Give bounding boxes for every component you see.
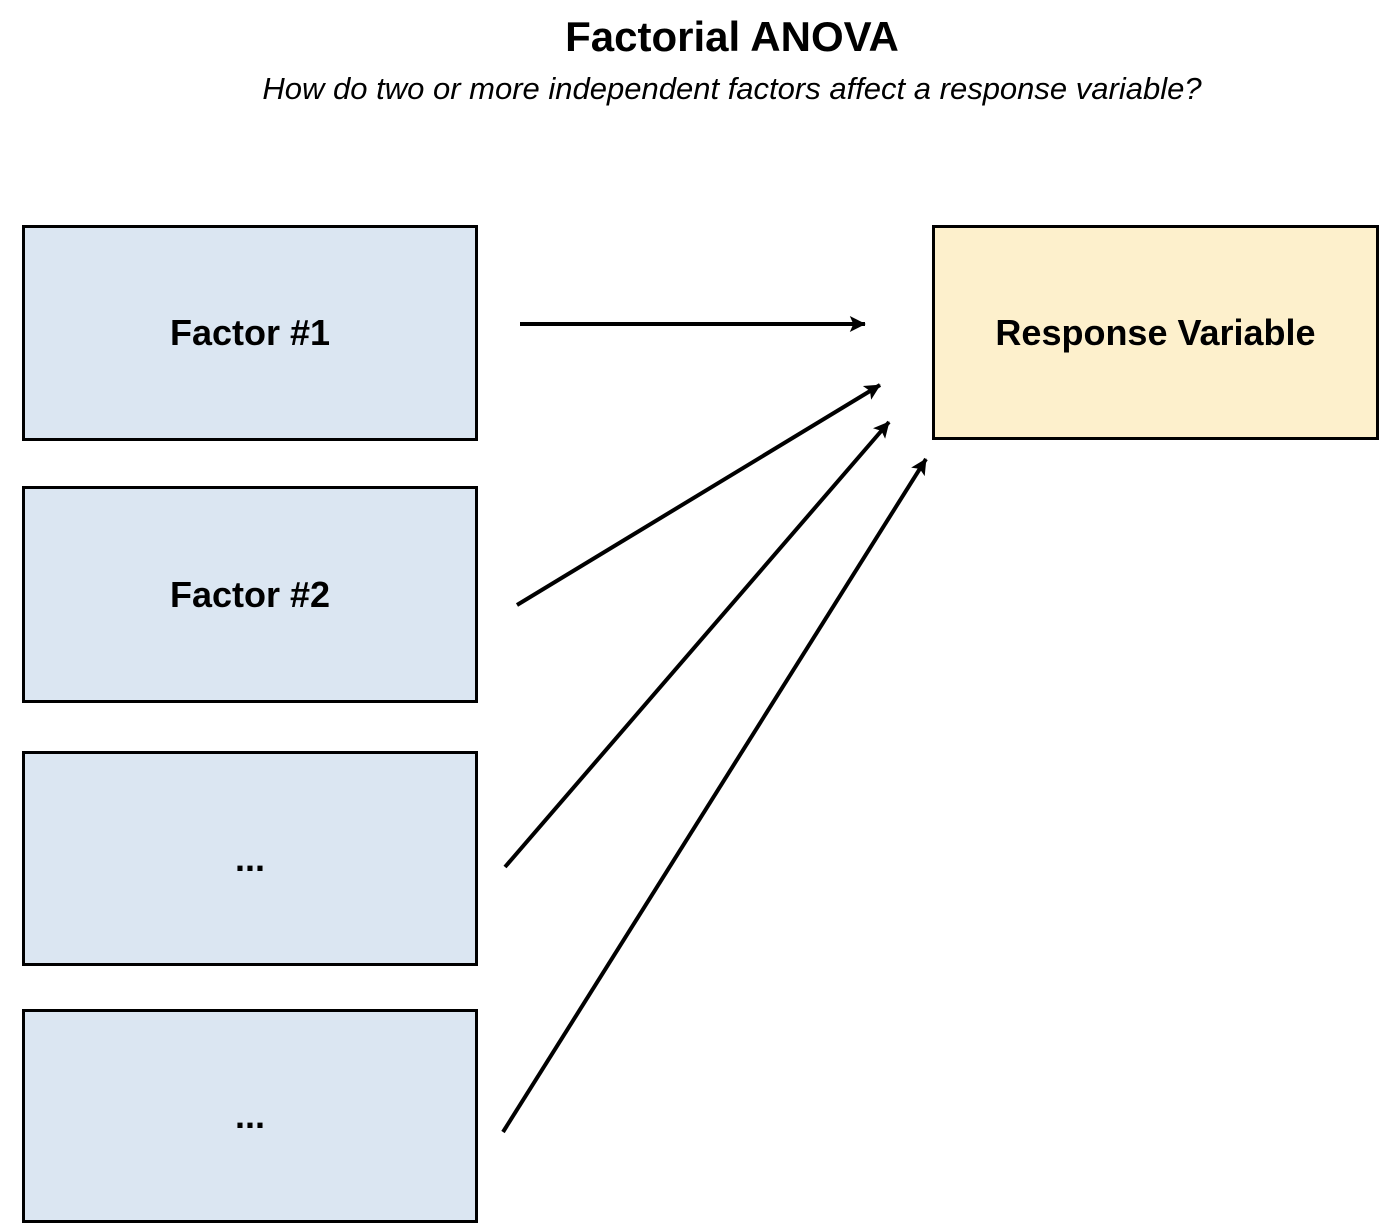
node-factor-1-label: Factor #1 <box>169 312 331 353</box>
node-factor-more-2: ... <box>22 1009 478 1223</box>
node-factor-more-1-label: ... <box>234 837 265 879</box>
node-factor-2-label: Factor #2 <box>169 573 331 615</box>
node-factor-1: Factor #1 <box>22 225 478 441</box>
node-factor-2: Factor #2 <box>22 486 478 703</box>
arrow-factor-more2-to-response <box>501 457 928 1134</box>
node-response-variable-label: Response Variable <box>995 311 1316 353</box>
page-subtitle: How do two or more independent factors a… <box>262 71 1202 107</box>
node-factor-more-2-label: ... <box>234 1095 265 1136</box>
node-factor-more-1: ... <box>22 751 478 966</box>
arrow-factor2-to-response <box>515 383 882 607</box>
arrow-factor-more1-to-response <box>503 420 891 869</box>
node-response-variable: Response Variable <box>932 225 1379 440</box>
page-title: Factorial ANOVA <box>565 13 899 60</box>
diagram-header: Factorial ANOVA How do two or more indep… <box>66 13 1398 107</box>
